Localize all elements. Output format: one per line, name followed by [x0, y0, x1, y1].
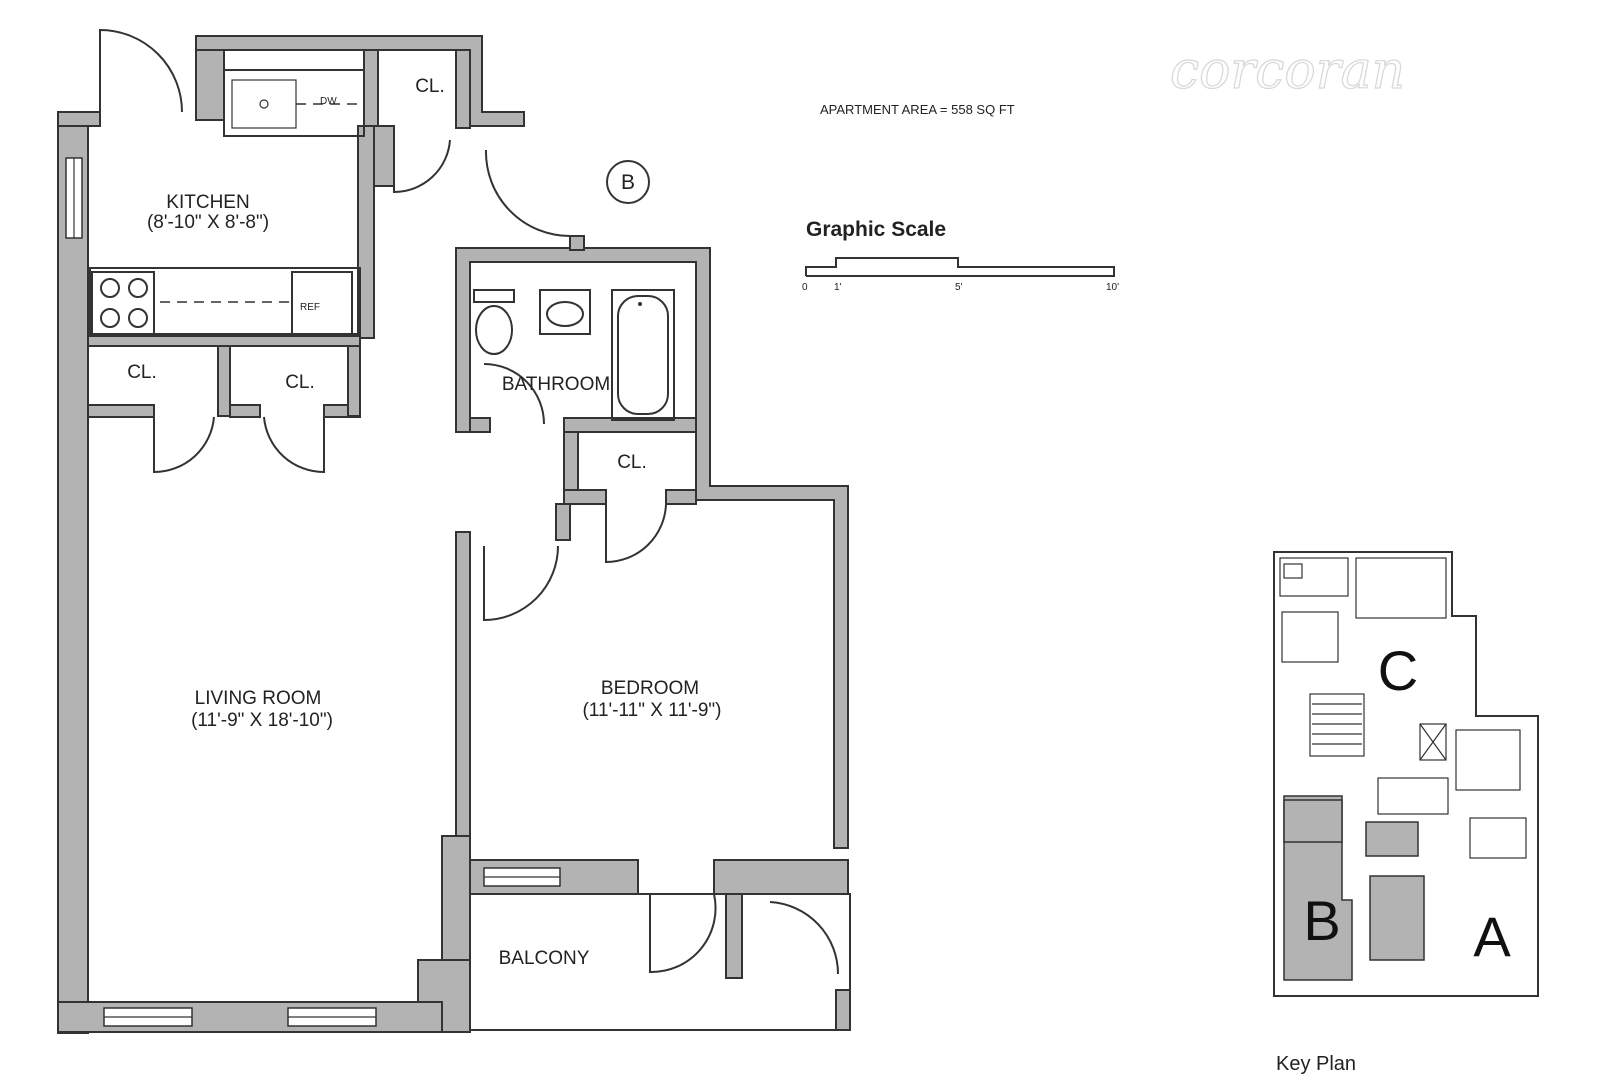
key-plan-unit-a: A	[1473, 905, 1511, 968]
apartment-area-label: APARTMENT AREA = 558 SQ FT	[820, 102, 1015, 117]
kitchen-name: KITCHEN	[166, 192, 249, 213]
balcony-name: BALCONY	[499, 948, 590, 969]
scale-tick-10: 10'	[1106, 282, 1119, 293]
key-plan-title: Key Plan	[1276, 1053, 1356, 1075]
unit-marker-letter: B	[621, 171, 635, 194]
living-room-name: LIVING ROOM	[195, 688, 322, 709]
graphic-scale: Graphic Scale 0 1' 5' 10'	[802, 218, 1119, 293]
dishwasher-label: DW	[320, 96, 337, 107]
closet-label-right: CL.	[285, 372, 315, 393]
scale-tick-5: 5'	[955, 282, 963, 293]
graphic-scale-title: Graphic Scale	[806, 218, 946, 241]
refrigerator-label: REF	[300, 302, 320, 313]
bathroom-name: BATHROOM	[502, 374, 610, 395]
unit-marker: B	[606, 160, 650, 204]
doors	[99, 28, 840, 975]
key-plan-unit-b: B	[1303, 889, 1340, 952]
corcoran-logo: corcoran	[1170, 41, 1405, 101]
bedroom-name: BEDROOM	[601, 678, 699, 699]
living-room-dimensions: (11'-9" X 18'-10")	[191, 710, 333, 731]
closet-label-top: CL.	[415, 76, 445, 97]
kitchen-fixtures: DW REF	[89, 69, 365, 337]
key-plan-unit-c: C	[1378, 639, 1418, 702]
walls	[57, 35, 851, 1034]
bathroom-fixtures	[473, 289, 675, 421]
scale-tick-0: 0	[802, 282, 808, 293]
range-icon	[91, 271, 155, 335]
bedroom-dimensions: (11'-11" X 11'-9")	[582, 700, 721, 721]
closet-label-left: CL.	[127, 362, 157, 383]
scale-tick-1: 1'	[834, 282, 842, 293]
key-plan: C B A	[1273, 551, 1539, 997]
kitchen-dimensions: (8'-10" X 8'-8")	[147, 212, 269, 233]
closet-label-bath: CL.	[617, 452, 647, 473]
